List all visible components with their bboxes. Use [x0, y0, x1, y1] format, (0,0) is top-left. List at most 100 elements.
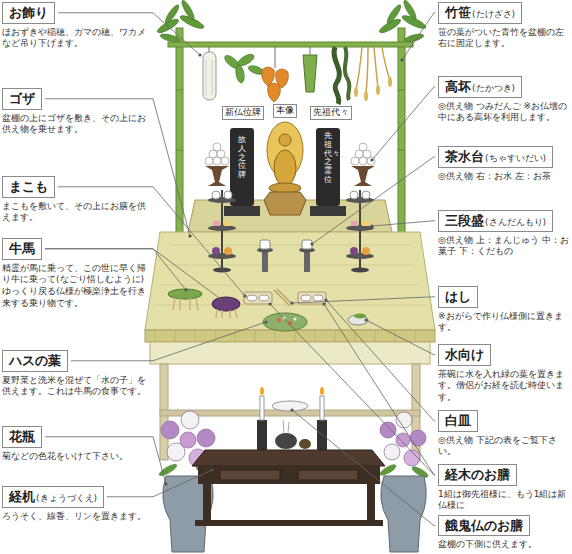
sutra-desk [367, 484, 375, 522]
callout-box: 経木のお膳1組は御先祖様に、もう1組は新仏様に [438, 464, 570, 512]
sutra-desk [198, 466, 380, 484]
callout-heading: 高坏 [445, 79, 471, 94]
callout-box: 高坏(たかつき) ◎供え物 つみだんご ※お仏壇の中にある高坏を利用します。 [438, 76, 570, 124]
callout-heading: 牛馬 [9, 241, 35, 256]
bamboo [176, 90, 183, 91]
tea-water-stands [260, 240, 270, 249]
cucumber-horse-eggplant-cow [173, 298, 198, 310]
callout-box: 三段盛(さんだんもり)◎供え物 上：まんじゅう 中：お菓子 下：くだもの [438, 210, 570, 258]
bamboo [180, 0, 196, 21]
leader-line [292, 410, 435, 526]
leader-line [107, 470, 212, 497]
flower-vases [384, 444, 400, 460]
tablet-inscription: 先祖代々之霊位 [324, 132, 332, 185]
altar-shelf [145, 232, 435, 330]
altar-shelf [155, 330, 415, 342]
memorial-tablets [316, 128, 340, 206]
flower-vases [158, 411, 429, 552]
hanging-decorations [268, 83, 281, 102]
takatsuki-offerings [205, 143, 375, 186]
callout-box: お飾りほおずきや稲穂、ガマの穂、ワカメなど吊り下げます。 [2, 2, 150, 50]
hanging-decorations [382, 47, 390, 80]
leader-line [292, 297, 435, 303]
callout-heading: 茶水台 [445, 149, 484, 164]
sandanmori-stands [346, 197, 374, 203]
hanging-decorations [364, 91, 368, 101]
callout-heading-box: お飾り [2, 2, 55, 24]
bamboo [402, 0, 418, 21]
flower-vases [161, 411, 426, 467]
takatsuki-offerings [359, 143, 367, 151]
callout-heading-box: 白皿 [438, 410, 478, 432]
callout-heading-box: 高坏(たかつき) [438, 76, 522, 98]
takatsuki-offerings [221, 157, 229, 165]
callout-heading: はし [445, 289, 471, 304]
callout-body: 夏野菜と洗米を混ぜて「水の子」を供えます。これは牛馬の食事です。 [2, 375, 150, 398]
offering-trays [259, 295, 269, 301]
flower-vases [181, 411, 199, 429]
altar-shelf [145, 200, 435, 460]
callout-body: 1組は御先祖様に、もう1組は新仏様に [438, 489, 570, 512]
flower-vases [197, 429, 215, 447]
callout-heading-box: 牛馬 [2, 238, 42, 260]
callout-box: 牛馬精霊が馬に乗って、この世に早く帰り牛に乗って(なごり惜しむように)ゆっくり戻… [2, 238, 150, 309]
bamboo [176, 28, 183, 243]
takatsuki-offerings [363, 150, 371, 158]
callout-body: 精霊が馬に乗って、この世に早く帰り牛に乗って(なごり惜しむように)ゆっくり戻る仏… [2, 263, 150, 310]
leader-dot [370, 224, 373, 227]
takatsuki-offerings [355, 150, 363, 158]
sandanmori-stands [224, 221, 231, 226]
furigana: (たけざさ) [472, 9, 515, 19]
cucumber-horse-eggplant-cow [235, 309, 237, 318]
sandanmori-stands [346, 225, 374, 231]
bamboo [398, 150, 405, 151]
buddha-statue [279, 134, 291, 146]
altar-shelf [215, 330, 216, 342]
callout-box: はし※おがらで作り仏様側に置きます。 [438, 286, 570, 334]
bamboo [398, 28, 405, 243]
offering-trays [354, 314, 366, 319]
altar-shelf [170, 245, 410, 246]
hanging-decorations [356, 47, 390, 94]
sutra-desk [192, 387, 385, 526]
leader-dot [290, 408, 293, 411]
sandanmori-stands [362, 191, 370, 199]
sandanmori-stands [224, 191, 232, 199]
takatsuki-offerings [351, 143, 375, 165]
hanging-decorations [354, 87, 358, 97]
leader-line [372, 87, 435, 160]
tablet-title: 新仏位牌 [222, 106, 264, 120]
sutra-desk [220, 470, 280, 480]
hanging-decorations [356, 47, 362, 90]
bamboo [168, 42, 413, 47]
bamboo [385, 3, 403, 24]
sandanmori-stands [224, 247, 232, 255]
takatsuki-offerings [205, 143, 229, 165]
hanging-decorations [223, 52, 265, 84]
sutra-desk [275, 433, 297, 449]
cucumber-horse-eggplant-cow [168, 289, 202, 299]
callout-box: 経机(きょうづくえ)ろうそく、線香、リンを置きます。 [2, 486, 150, 522]
cucumber-horse-eggplant-cow [173, 298, 175, 310]
callout-heading-box: 竹笹(たけざさ) [438, 2, 522, 24]
callout-body: ◎供え物 つみだんご ※お仏壇の中にある高坏を利用します。 [438, 101, 570, 124]
leader-line [372, 221, 435, 226]
altar-shelf [335, 330, 336, 342]
tablet-inscription: 故人之位牌 [238, 136, 246, 180]
leader-dot [364, 318, 367, 321]
takatsuki-offerings [351, 157, 359, 165]
sutra-desk [317, 420, 327, 450]
hanging-decorations [388, 77, 392, 87]
callout-heading: 竹笹 [445, 5, 471, 20]
callout-box: 茶水台(ちゃすいだい)◎供え物 右：お水 左：お茶 [438, 146, 570, 182]
altar-shelf [166, 265, 414, 266]
sutra-desk [260, 387, 264, 395]
memorial-tablets [224, 206, 260, 216]
tea-water-stands [257, 240, 315, 272]
callout-body: ◎供え物 上：まんじゅう 中：お菓子 下：くだもの [438, 235, 570, 258]
buddha-statue [264, 122, 306, 215]
hanging-decorations [209, 47, 210, 52]
sandanmori-stands [212, 191, 220, 199]
altar-shelf [145, 330, 435, 342]
